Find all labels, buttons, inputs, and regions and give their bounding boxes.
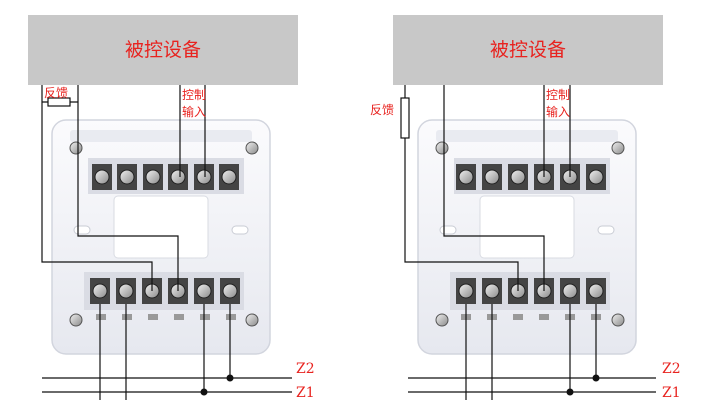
wiring-diagram-left: 被控设备: [28, 15, 315, 400]
feedback-resistor-icon: [47, 97, 71, 107]
junction-dot-icon: [592, 374, 600, 382]
terminal-housing: [454, 158, 610, 194]
corner-screw-icon: [69, 313, 83, 327]
terminal-screw: [586, 164, 606, 190]
top-rail: [70, 130, 252, 142]
feedback-wire-a: [41, 85, 153, 291]
control-input-label-line1: 控制: [546, 88, 570, 102]
terminal-screw: [482, 278, 502, 304]
top-rail: [436, 130, 618, 142]
controlled-device-box: [28, 15, 298, 85]
terminal-housing: [88, 158, 244, 194]
center-cutout: [113, 195, 209, 259]
control-input-label-line2: 输入: [546, 104, 570, 119]
terminal-screw: [194, 164, 214, 190]
terminal-screw: [194, 278, 214, 304]
feedback-wire-b: [443, 85, 545, 291]
wiring-diagram-right: 被控设备: [370, 15, 681, 400]
bus-label-z1: Z1: [296, 385, 315, 400]
feedback-label: 反馈: [370, 103, 394, 117]
corner-screw-icon: [245, 313, 259, 327]
controlled-device-label: 被控设备: [490, 39, 566, 61]
mount-slot-left: [73, 225, 91, 235]
wiring-left: [41, 85, 292, 400]
terminal-screw: [117, 164, 137, 190]
terminal-screw: [508, 164, 528, 190]
junction-dot-icon: [200, 388, 208, 396]
bus-label-z2: Z2: [662, 361, 681, 377]
terminal-housing: [450, 272, 610, 310]
terminal-screw: [219, 164, 239, 190]
corner-screw-icon: [69, 141, 83, 155]
feedback-label: 反馈: [44, 86, 68, 100]
mount-slot-right: [231, 225, 249, 235]
terminal-screw: [143, 164, 163, 190]
center-cutout: [479, 195, 575, 259]
controlled-device-label: 被控设备: [125, 39, 201, 61]
corner-screw-icon: [245, 141, 259, 155]
bus-label-z2: Z2: [296, 361, 315, 377]
terminal-screw: [456, 278, 476, 304]
terminal-screw: [586, 278, 606, 304]
control-input-label-line1: 控制: [182, 88, 206, 102]
junction-dot-icon: [566, 388, 574, 396]
mount-slot-right: [597, 225, 615, 235]
input-output-module: [417, 119, 637, 355]
corner-screw-icon: [435, 141, 449, 155]
mount-slot-left: [439, 225, 457, 235]
corner-screw-icon: [435, 313, 449, 327]
terminal-screw: [90, 278, 110, 304]
top-terminal-block: [88, 158, 244, 194]
feedback-resistor-icon: [400, 97, 410, 139]
corner-screw-icon: [611, 141, 625, 155]
terminal-screw: [220, 278, 240, 304]
wiring-right: [400, 85, 656, 400]
bottom-terminal-block: [450, 272, 610, 320]
junction-dot-icon: [226, 374, 234, 382]
input-output-module: [51, 119, 271, 355]
terminal-screw: [92, 164, 112, 190]
control-input-label-line2: 输入: [182, 104, 206, 119]
terminal-screw: [168, 164, 188, 190]
bus-label-z1: Z1: [662, 385, 681, 400]
corner-screw-icon: [611, 313, 625, 327]
controlled-device-box: [393, 15, 663, 85]
top-terminal-block: [454, 158, 610, 194]
terminal-screw: [560, 278, 580, 304]
terminal-screw: [456, 164, 476, 190]
terminal-screw: [116, 278, 136, 304]
terminal-screw: [482, 164, 502, 190]
terminal-housing: [84, 272, 244, 310]
feedback-wire-b: [77, 85, 179, 291]
feedback-wire-a: [404, 85, 519, 291]
